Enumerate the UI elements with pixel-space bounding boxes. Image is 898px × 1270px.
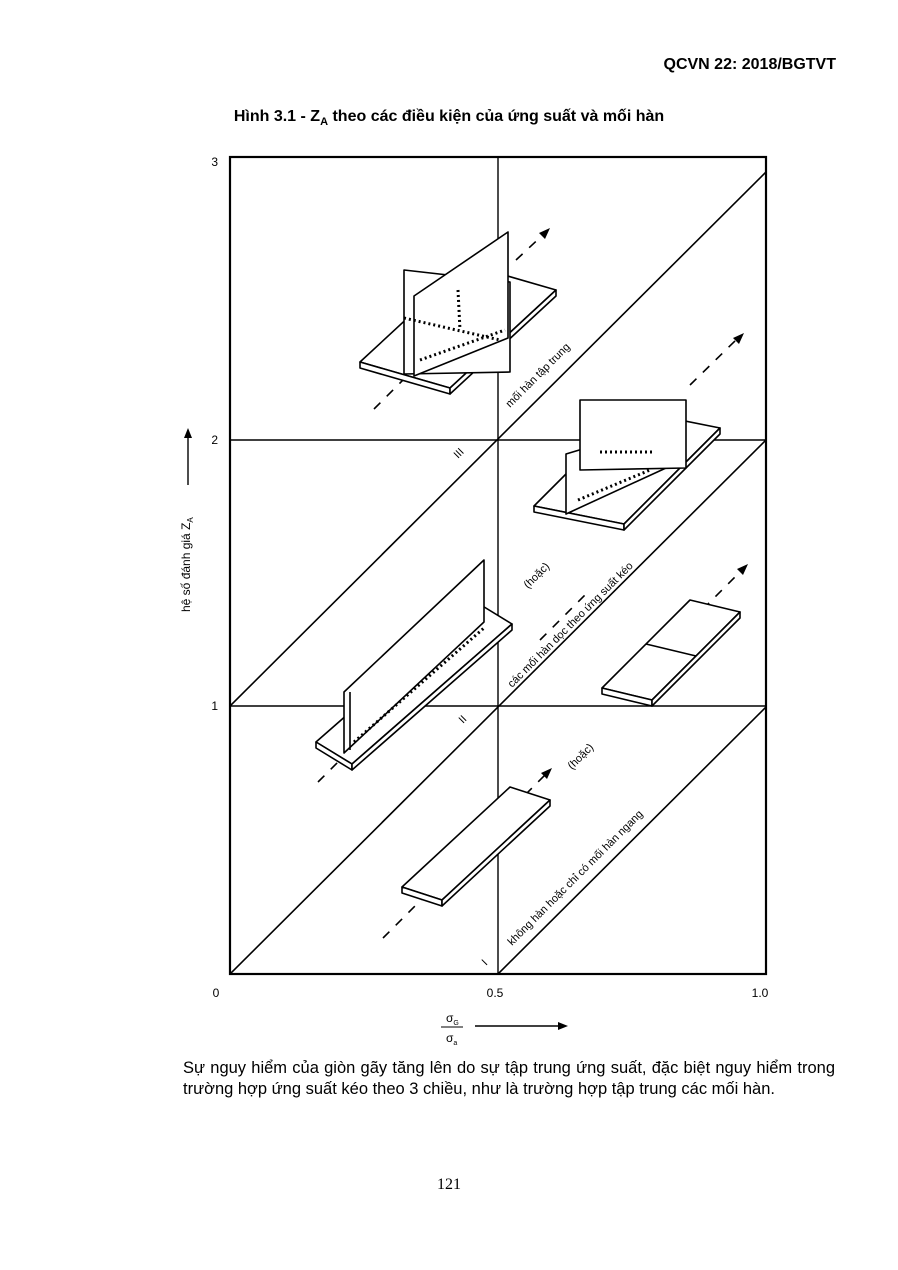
arrow-shaft-3c [689, 339, 737, 386]
label-no-weld: không hàn hoặc chỉ có mối hàn ngang [506, 808, 646, 948]
document-code: QCVN 22: 2018/BGTVT [663, 56, 837, 73]
y-tick-3: 3 [211, 155, 218, 169]
x-axis-label: σG σa [441, 1011, 568, 1047]
butt-weld-line [645, 643, 697, 657]
arrow-shaft-2b [539, 589, 591, 641]
figure-caption: Hình 3.1 - ZA theo các điều kiện của ứng… [0, 108, 898, 128]
caption-prefix: Hình 3.1 - Z [233, 108, 321, 125]
diagonal-line-1 [230, 439, 766, 974]
plate-side-edge [441, 799, 551, 907]
figure-3-1-diagram: 3 2 1 0 0.5 1.0 hệ số đánh giá ZA σG σa … [179, 155, 769, 1047]
region-label-II: II [457, 713, 470, 726]
longitudinal-fillet-sketch [315, 559, 513, 771]
arrow-shaft-3b [515, 231, 547, 261]
long-web-plate [413, 231, 509, 377]
origin-tick: 0 [213, 986, 220, 1000]
caption-rest: theo các điều kiện của ứng suất và mối h… [328, 108, 665, 125]
y-axis-label: hệ số đánh giá ZA [179, 517, 195, 612]
y-axis-label-sub: A [186, 517, 195, 523]
x-axis-denominator: σa [446, 1031, 457, 1047]
arrowhead-3 [539, 228, 550, 239]
y-axis-arrowhead [184, 428, 192, 438]
fillet-weld-bead [353, 626, 485, 744]
plain-plate-sketch [401, 786, 551, 907]
weld-bead-b [403, 289, 501, 342]
x-tick-05: 0.5 [487, 986, 504, 1000]
region-label-I: I [480, 957, 491, 968]
weld-specimens [315, 231, 741, 907]
label-or-lower: (hoặc) [566, 742, 597, 773]
cross-plate-2 [579, 399, 687, 471]
caption-subscript: A [320, 116, 329, 129]
y-tick-1: 1 [211, 699, 218, 713]
arrowhead-1 [541, 768, 552, 779]
x-axis-arrowhead [558, 1022, 568, 1030]
y-axis-label-text: hệ số đánh giá Z [179, 523, 193, 612]
arrowheads [539, 228, 748, 779]
x-tick-10: 1.0 [752, 986, 769, 1000]
arrowhead-4 [733, 333, 744, 344]
arrowhead-2 [737, 564, 748, 575]
arrow-shaft-2c [689, 571, 741, 623]
diagonal-line-3 [497, 706, 766, 974]
butt-weld-plate-sketch [601, 599, 741, 707]
body-paragraph: Sự nguy hiểm của giòn gãy tăng lên do sự… [183, 1059, 835, 1098]
base-plate-side-edge-2 [623, 427, 721, 531]
label-or-upper: (hoặc) [522, 561, 553, 592]
concentrated-weld-sketch-right [533, 399, 721, 531]
web-plate [343, 559, 485, 754]
weld-bead-2 [577, 450, 652, 502]
weld-bead-a [419, 328, 506, 362]
x-axis-numerator: σG [446, 1011, 459, 1027]
page-number: 121 [437, 1176, 461, 1193]
plate-top-face [401, 786, 551, 901]
y-tick-2: 2 [211, 433, 218, 447]
region-label-III: III [452, 446, 467, 461]
svg-text:hệ số đánh giá ZA: hệ số đánh giá ZA [179, 517, 195, 612]
concentrated-weld-sketch-left [359, 231, 557, 395]
diagonal-line-2 [230, 171, 766, 707]
flange-side-edge [351, 623, 513, 771]
butt-plate-side-edge [651, 611, 741, 707]
